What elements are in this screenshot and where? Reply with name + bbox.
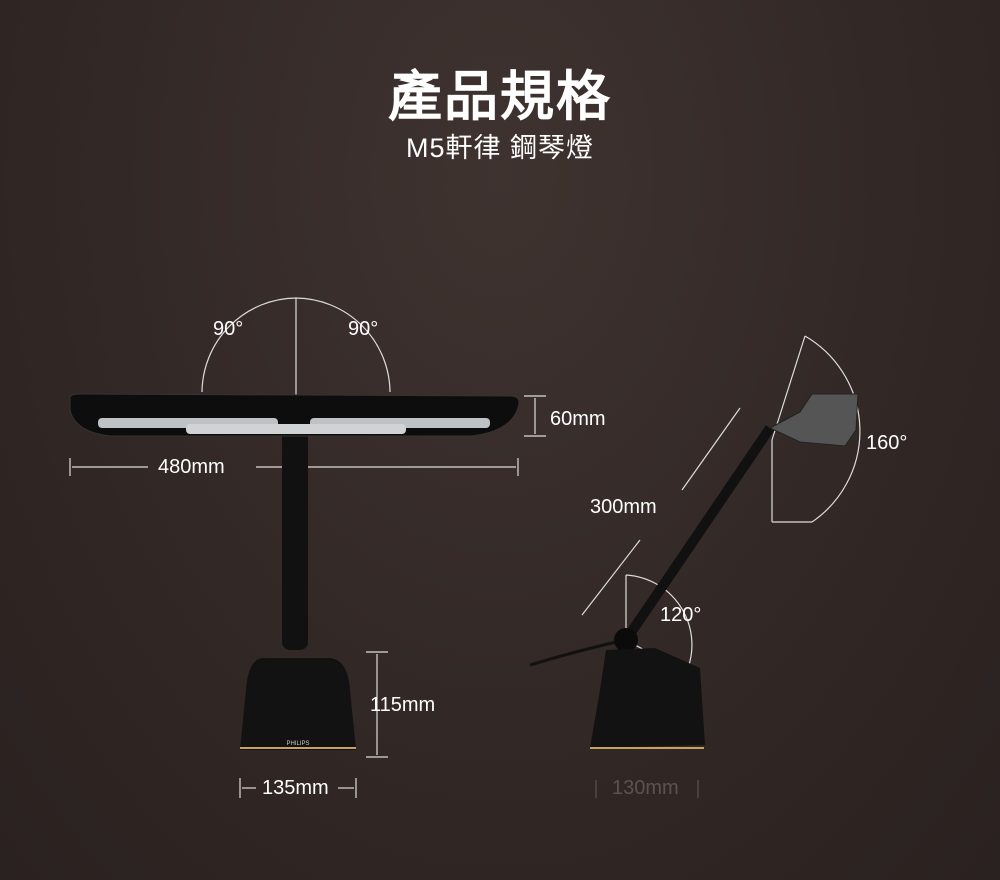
front-lamp xyxy=(69,393,520,750)
product-name: M5軒律 鋼琴燈 xyxy=(405,133,594,163)
head-width-label: 480mm xyxy=(158,456,225,478)
head-angle-label: 160° xyxy=(866,432,908,454)
base-depth-label: 130mm xyxy=(612,777,679,799)
base-width-label: 135mm xyxy=(262,777,329,799)
page-title: 產品規格 xyxy=(388,67,612,127)
brand-logo: PHILIPS xyxy=(286,741,309,747)
head-height-label: 60mm xyxy=(550,408,606,430)
angle-arc-left xyxy=(201,297,297,393)
arm-length-label: 300mm xyxy=(590,496,657,518)
angle-arc-head xyxy=(804,335,861,523)
side-lamp xyxy=(529,393,859,749)
arm-angle-label: 120° xyxy=(660,604,702,626)
angle-arc-right xyxy=(295,297,391,393)
angle-right-label: 90° xyxy=(348,318,379,340)
base-height-label: 115mm xyxy=(370,694,436,716)
angle-left-label: 90° xyxy=(213,318,244,340)
